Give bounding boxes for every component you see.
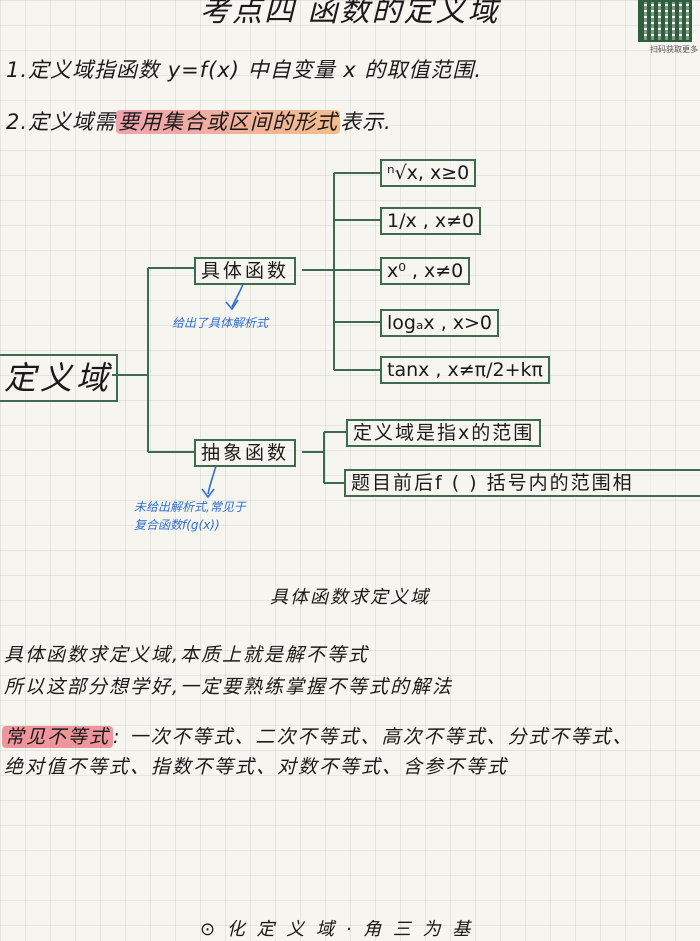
concrete-item: 1/x , x≠0	[380, 207, 482, 235]
section-line-4: 绝对值不等式、指数不等式、对数不等式、含参不等式	[4, 756, 509, 778]
concrete-item: ⁿ√x, x≥0	[380, 159, 477, 187]
abstract-item: 题目前后f ( ) 括号内的范围相	[344, 469, 700, 497]
section-line-1: 具体函数求定义域,本质上就是解不等式	[4, 644, 370, 666]
mindmap-root: 定义域	[0, 354, 118, 402]
footer-text: ⊙ 化 定 义 域 · 角 三 为 基	[200, 919, 474, 940]
section-line-3: 常见不等式: 一次不等式、二次不等式、高次不等式、分式不等式、	[2, 722, 700, 749]
common-inequalities-highlight: 常见不等式	[2, 726, 114, 748]
concrete-item: logₐx , x>0	[380, 309, 500, 337]
branch-concrete-function: 具体函数	[194, 257, 297, 285]
branch-abstract-note-line-2: 复合函数f(g(x))	[134, 518, 220, 532]
intro-line-2: 2.定义域需要用集合或区间的形式表示.	[6, 106, 392, 136]
intro-line-2-highlight: 要用集合或区间的形式	[116, 110, 341, 134]
intro-line-2-suffix: 表示.	[340, 110, 392, 134]
branch-abstract-note-line-1: 未给出解析式,常见于	[134, 500, 246, 514]
intro-line-1: 1.定义域指函数 y=f(x) 中自变量 x 的取值范围.	[6, 58, 483, 82]
intro-line-2-prefix: 2.定义域需	[6, 110, 117, 134]
branch-abstract-function: 抽象函数	[194, 439, 297, 467]
branch-concrete-note: 给出了具体解析式	[172, 316, 269, 330]
concrete-item: tanx , x≠π/2+kπ	[380, 356, 550, 384]
branch-abstract-note: 未给出解析式,常见于 复合函数f(g(x))	[134, 498, 246, 534]
concrete-item: x⁰ , x≠0	[380, 257, 471, 285]
page-title: 考点四 函数的定义域	[200, 0, 500, 29]
section-title: 具体函数求定义域	[270, 587, 430, 608]
qr-code-icon	[638, 0, 692, 42]
section-line-3-rest: : 一次不等式、二次不等式、高次不等式、分式不等式、	[113, 726, 634, 748]
section-line-2: 所以这部分想学好,一定要熟练掌握不等式的解法	[4, 676, 454, 698]
qr-caption: 扫码获取更多	[650, 45, 698, 54]
abstract-item: 定义域是指x的范围	[346, 419, 542, 447]
